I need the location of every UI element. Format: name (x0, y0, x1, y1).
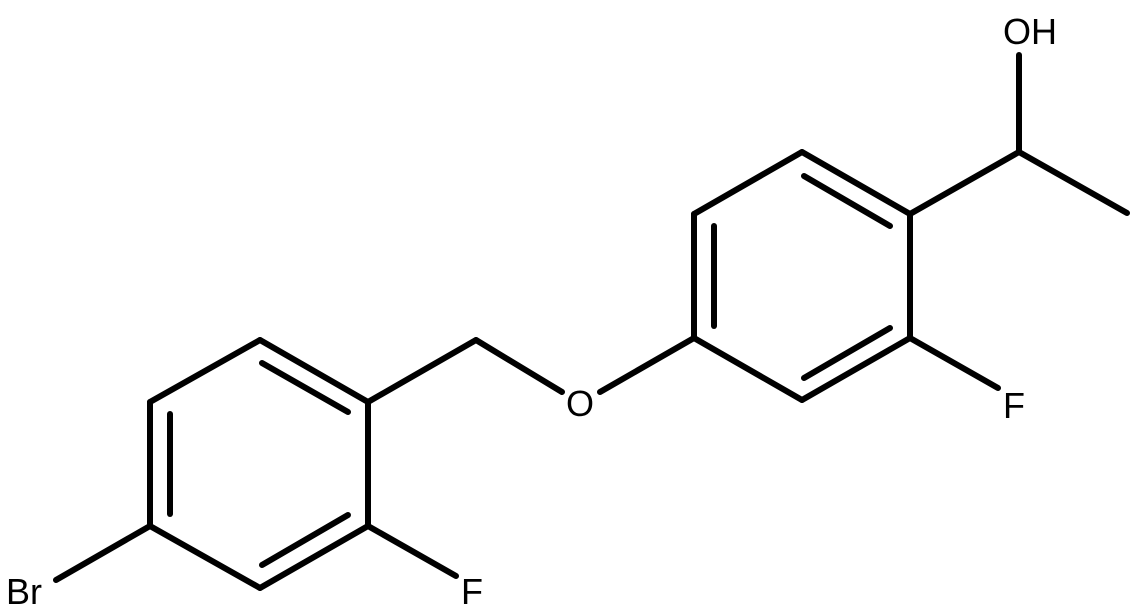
bond-layer (53, 52, 1130, 591)
double-bond-inner (259, 512, 351, 568)
double-bond-inner (259, 360, 351, 415)
bond (907, 335, 1001, 391)
bond (473, 337, 565, 395)
bond (147, 337, 263, 405)
bond (691, 149, 805, 217)
atom-label-hydroxyl: OH (1003, 11, 1057, 52)
bond (691, 335, 805, 403)
bond (799, 149, 913, 217)
atom-label-fluorine-left: F (461, 571, 483, 612)
bond (799, 335, 913, 403)
bond (597, 335, 697, 395)
bond (257, 523, 371, 591)
atom-label-layer: OH O F F Br (6, 11, 1057, 612)
atom-label-ether-oxygen: O (566, 383, 594, 424)
double-bond-inner (801, 173, 893, 229)
bond (1016, 149, 1130, 216)
bond (147, 523, 263, 591)
atom-label-bromine: Br (6, 571, 42, 612)
bond (257, 337, 371, 405)
bond (365, 337, 479, 405)
bond (365, 523, 459, 579)
bond (53, 523, 153, 583)
double-bond-inner (801, 325, 893, 381)
bond (907, 149, 1022, 217)
atom-label-fluorine-right: F (1003, 385, 1025, 426)
